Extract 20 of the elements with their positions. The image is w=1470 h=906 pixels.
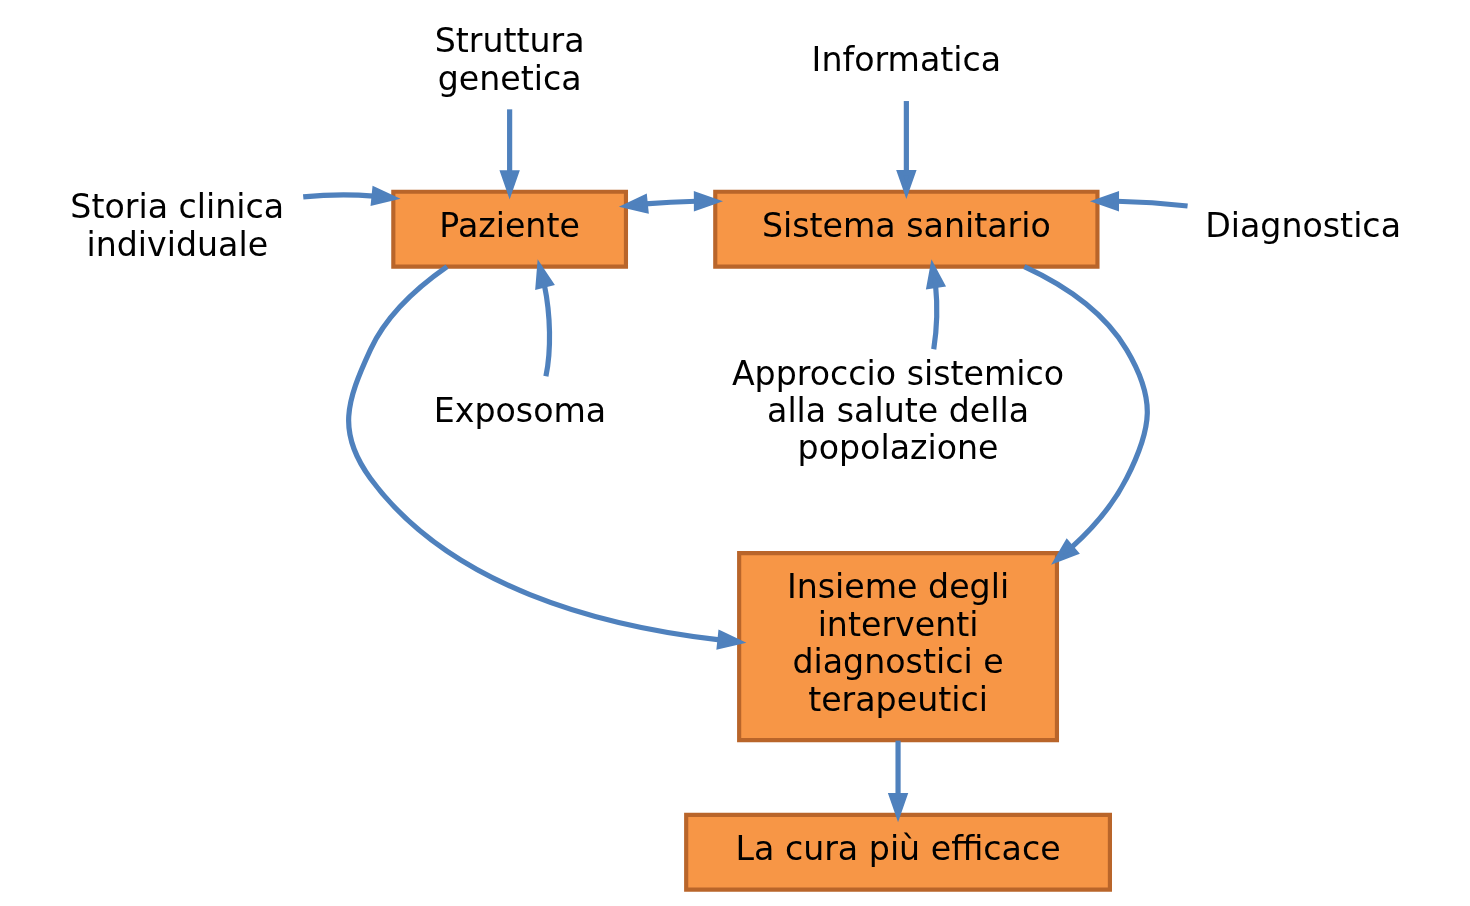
node-text: Approccio sistemico alla salute della popolazione xyxy=(731,353,1065,467)
node-text: Struttura genetica xyxy=(434,20,585,98)
arrow xyxy=(302,185,401,206)
node-box: Insieme degli interventi diagnostici e terapeutici xyxy=(737,550,1060,742)
arrow xyxy=(896,100,917,199)
arrow xyxy=(346,264,747,650)
arrow xyxy=(535,258,555,377)
arrow xyxy=(1023,263,1150,565)
node-text: Exposoma xyxy=(433,390,607,430)
arrow xyxy=(887,740,909,822)
arrow xyxy=(499,108,520,199)
node-box: La cura più efficace xyxy=(684,812,1112,892)
arrow xyxy=(925,258,947,350)
arrow xyxy=(1089,190,1188,211)
node-text: Informatica xyxy=(811,39,1002,79)
node-box: Sistema sanitario xyxy=(713,189,1100,269)
node-box: Paziente xyxy=(391,189,629,269)
node-text: Storia clinica individuale xyxy=(70,186,285,264)
arrow xyxy=(618,190,723,214)
node-text: Diagnostica xyxy=(1205,205,1401,245)
